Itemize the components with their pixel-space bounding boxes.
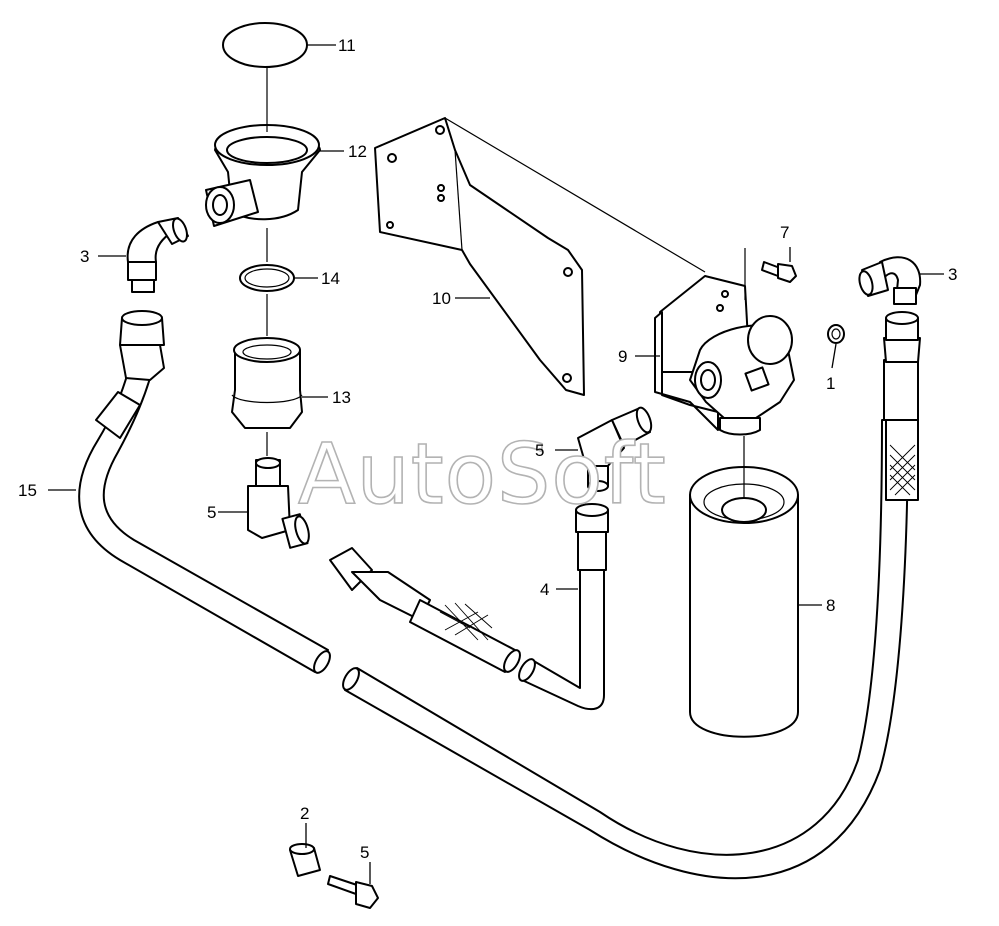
elbow-fitting-5-right [577,406,653,492]
callout-14: 8 [826,596,835,615]
callout-4: 4 [540,580,549,599]
callout-7: 10 [432,289,451,308]
cup-10 [231,337,303,429]
cap-8 [222,22,308,68]
callout-5-left: 5 [207,503,216,522]
filter-cartridge-14 [689,436,799,738]
callout-12: 7 [780,223,789,242]
o-ring-11 [239,264,295,292]
hose-middle [329,547,521,673]
callout-3-right: 3 [948,265,957,284]
bracket-7 [374,117,706,396]
filter-head-6 [654,248,795,436]
bolt-13 [327,875,379,909]
callout-11: 14 [321,269,340,288]
elbow-fitting-3-left [126,217,189,293]
plug-1 [827,324,845,344]
sleeve-2 [289,843,321,877]
callout-10: 13 [332,388,351,407]
callout-6: 9 [618,347,627,366]
callout-15: 15 [18,481,37,500]
callout-5-right: 5 [535,441,544,460]
callout-3-left: 3 [80,247,89,266]
housing-9 [205,124,321,227]
callout-8: 11 [338,36,356,55]
hose-15 [78,310,921,880]
bolt-12 [761,261,797,283]
elbow-fitting-5-left [247,457,310,549]
callout-2: 2 [300,804,309,823]
hose-4 [518,503,609,711]
watermark: AutoSoft [298,425,667,523]
callout-1: 1 [826,374,835,393]
callout-9: 12 [348,142,367,161]
elbow-fitting-3-right [858,256,922,305]
callout-13: 5 [360,843,369,862]
leader-lines [48,44,944,884]
